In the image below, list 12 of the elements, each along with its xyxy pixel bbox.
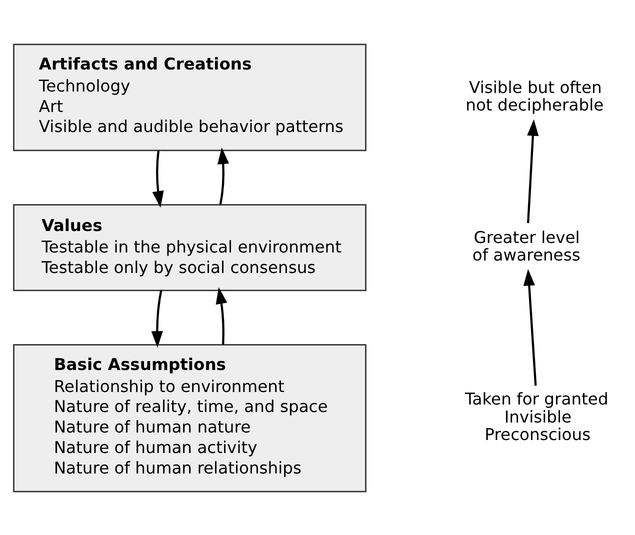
arrow <box>216 286 228 344</box>
node-box: Artifacts and Creations Technology Art Visible and audible behavior patterns <box>13 43 366 151</box>
node-text: Greater level of awareness <box>472 227 580 264</box>
arrow <box>217 147 229 204</box>
arrow <box>526 118 539 223</box>
arrow <box>523 268 537 386</box>
arrow <box>152 150 164 208</box>
node-box: Values Testable in the physical environment Testable only by social consensus <box>13 204 366 291</box>
arrow <box>151 290 163 348</box>
node-text: Visible but often not decipherable <box>466 77 604 114</box>
node-box: Basic Assumptions Relationship to environment Nature of reality, time, and space Nature of human nature Nature of human activity Nature of human relationships <box>13 344 366 492</box>
node-text: Taken for granted Invisible Preconscious <box>464 389 608 444</box>
